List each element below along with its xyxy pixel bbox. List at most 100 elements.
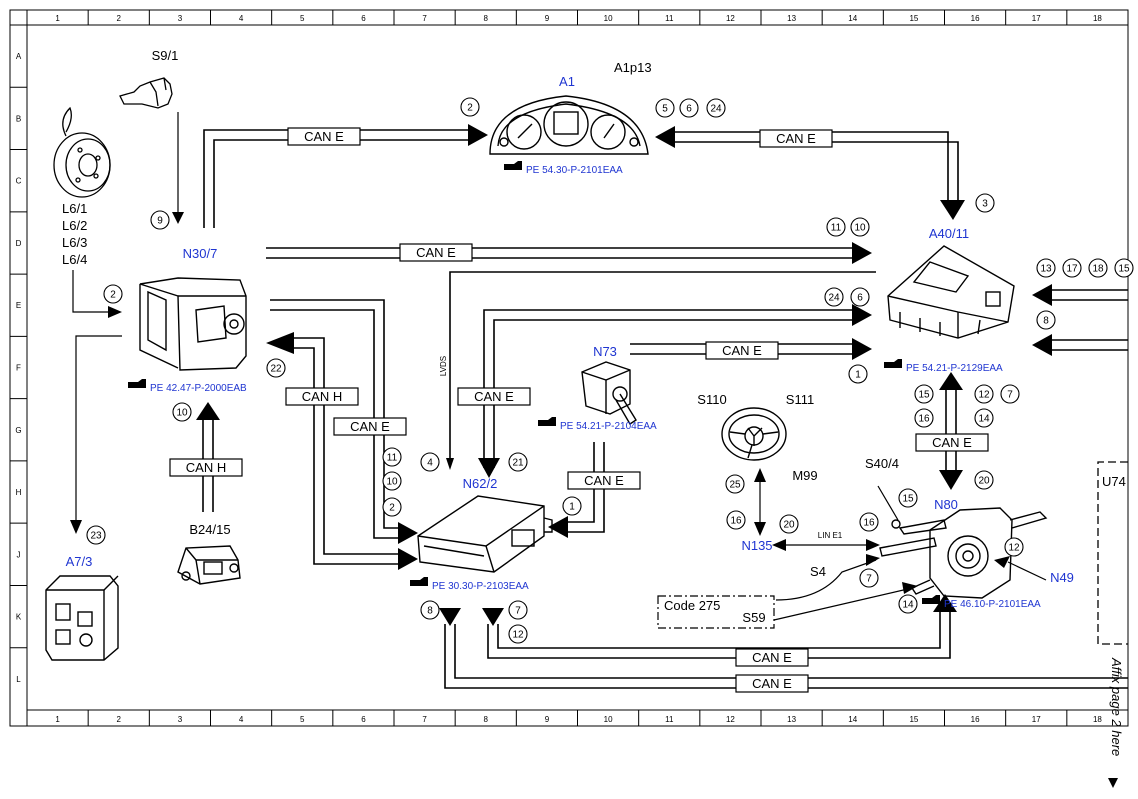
circled-number	[898, 488, 918, 508]
bus-label: CAN E	[584, 473, 624, 488]
circled-number	[779, 514, 799, 534]
circled-number	[172, 402, 192, 422]
bus-label: CAN E	[932, 435, 972, 450]
reference-code: PE 42.47-P-2000EAB	[150, 383, 247, 394]
column-ruler-label: 3	[178, 14, 183, 23]
lin-e1-label: LIN E1	[818, 531, 843, 540]
circled-number-text: 11	[387, 453, 398, 464]
column-ruler-label: 8	[484, 715, 489, 724]
n73-label: N73	[593, 344, 617, 359]
bus-box	[287, 127, 361, 146]
circled-number	[914, 408, 934, 428]
circled-number-text: 24	[828, 293, 840, 304]
row-ruler-label: A	[16, 52, 22, 61]
bus-box	[285, 387, 359, 406]
wheel-speed-sensor-icon	[53, 106, 111, 198]
circled-number	[460, 97, 480, 117]
pointing-hand-icon	[538, 417, 556, 426]
circled-number-text: 7	[1007, 390, 1013, 401]
bus-label: CAN E	[752, 650, 792, 665]
circled-number	[655, 98, 675, 118]
u74-dashed-box	[1097, 461, 1128, 645]
bus-box	[169, 458, 243, 477]
bus-box	[399, 243, 473, 262]
l6-4-label: L6/4	[62, 252, 87, 267]
row-ruler-label: K	[16, 613, 22, 622]
circled-number-text: 16	[730, 516, 742, 527]
circled-number	[974, 384, 994, 404]
bus-box	[915, 433, 989, 452]
circled-number-text: 21	[512, 458, 524, 469]
reference-code: PE 54.30-P-2101EAA	[526, 165, 623, 176]
column-ruler-label: 5	[300, 14, 305, 23]
lvds-label: LVDS	[439, 356, 448, 376]
n62-2-parktronic-control-unit-icon	[417, 495, 553, 573]
bus-box	[735, 674, 809, 693]
n135-label: N135	[741, 538, 772, 553]
circled-number	[706, 98, 726, 118]
column-ruler-label: 15	[909, 14, 918, 23]
circled-number-text: 1	[855, 370, 861, 381]
column-ruler-label: 10	[604, 14, 613, 23]
down-triangle-icon	[1108, 778, 1118, 788]
circled-number	[562, 496, 582, 516]
circled-number	[382, 471, 402, 491]
circled-number	[850, 217, 870, 237]
circled-number	[1088, 258, 1108, 278]
bus-label: CAN E	[350, 419, 390, 434]
u74-label: U74	[1102, 474, 1126, 489]
n80-label: N80	[934, 497, 958, 512]
column-ruler-label: 16	[971, 715, 980, 724]
circled-number-text: 7	[866, 574, 872, 585]
circled-number	[1062, 258, 1082, 278]
l6-1-label: L6/1	[62, 201, 87, 216]
circled-number-text: 10	[386, 477, 398, 488]
column-ruler-label: 4	[239, 14, 244, 23]
code-275-box	[657, 595, 775, 629]
column-ruler-label: 18	[1093, 14, 1102, 23]
circled-number	[974, 470, 994, 490]
circled-number-text: 16	[918, 414, 930, 425]
column-ruler-label: 10	[604, 715, 613, 724]
circled-number	[1114, 258, 1134, 278]
column-ruler-label: 15	[909, 715, 918, 724]
pointing-hand-icon	[504, 161, 522, 170]
circled-number-text: 12	[1008, 543, 1020, 554]
row-ruler-label: C	[16, 177, 22, 186]
l6-2-label: L6/2	[62, 218, 87, 233]
circled-number	[898, 594, 918, 614]
column-ruler-label: 12	[726, 715, 735, 724]
circled-number	[420, 452, 440, 472]
circled-number-text: 22	[270, 364, 282, 375]
a1p13-label: A1p13	[614, 60, 652, 75]
circled-number	[914, 384, 934, 404]
circled-number	[1000, 384, 1020, 404]
column-ruler-label: 12	[726, 14, 735, 23]
affix-page-note: Affix page 2 here	[1109, 657, 1124, 756]
circled-number-text: 12	[512, 630, 524, 641]
s9-1-label: S9/1	[152, 48, 179, 63]
circled-number-text: 18	[1092, 264, 1104, 275]
circled-number-text: 20	[978, 476, 990, 487]
column-ruler-label: 7	[422, 14, 427, 23]
circled-number	[266, 358, 286, 378]
column-ruler-label: 4	[239, 715, 244, 724]
circled-number-text: 15	[902, 494, 914, 505]
a40-11-label: A40/11	[929, 226, 969, 241]
circled-number-text: 9	[157, 216, 163, 227]
circled-number	[382, 497, 402, 517]
column-ruler-label: 6	[361, 715, 366, 724]
circled-number-text: 3	[982, 199, 988, 210]
circled-number-text: 2	[110, 290, 116, 301]
circled-number	[824, 287, 844, 307]
circled-number-text: 24	[710, 104, 722, 115]
column-ruler-label: 1	[55, 14, 60, 23]
column-ruler-label: 5	[300, 715, 305, 724]
bus-box	[705, 341, 779, 360]
circled-number-text: 23	[90, 531, 102, 542]
circled-number	[679, 98, 699, 118]
circled-number-text: 25	[729, 480, 741, 491]
